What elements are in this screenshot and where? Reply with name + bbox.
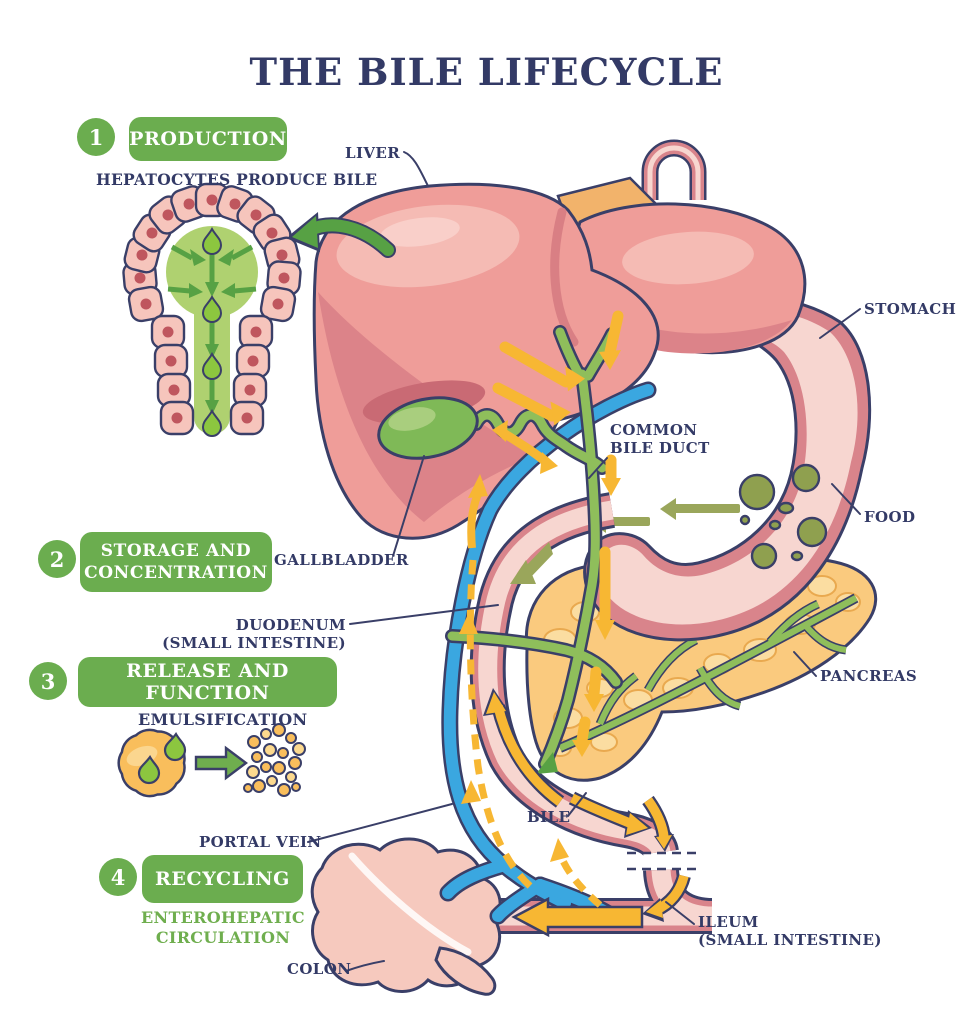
- bile-droplets: [201, 226, 223, 437]
- gallbladder-leader: [392, 455, 425, 557]
- colon: [310, 837, 502, 996]
- step-3-badge: RELEASE AND FUNCTION: [78, 657, 337, 707]
- step-1-number: 1: [77, 118, 115, 156]
- label-portal-vein: PORTAL VEIN: [199, 833, 322, 851]
- label-gallbladder: GALLBLADDER: [274, 551, 409, 569]
- step-1-badge: PRODUCTION: [129, 117, 287, 161]
- emulsified-droplets: [243, 723, 306, 797]
- bile-flow-arrows: [459, 310, 691, 938]
- appendix: [434, 946, 497, 996]
- label-liver: LIVER: [345, 144, 401, 162]
- step-3-sublabel: EMULSIFICATION: [138, 710, 308, 729]
- stomach: [583, 293, 872, 642]
- liver-leader: [403, 151, 429, 187]
- step-4-sublabel-line1: ENTEROHEPATIC: [141, 908, 305, 927]
- leader-lines: [307, 151, 861, 972]
- step-2-label-line1: STORAGE AND: [100, 540, 252, 561]
- common-bile-duct: [445, 325, 623, 774]
- tube-break-marks: [627, 851, 700, 871]
- label-ileum: ILEUM (SMALL INTESTINE): [698, 913, 882, 950]
- stomach-leader: [819, 308, 861, 339]
- step-3-number: 3: [29, 662, 67, 700]
- bile-leader: [567, 792, 587, 817]
- bile-canaliculi-arrows: [167, 244, 257, 415]
- step-4-sublabel-line2: CIRCULATION: [155, 928, 291, 947]
- label-pancreas: PANCREAS: [820, 667, 918, 685]
- step-2-number: 2: [38, 540, 76, 578]
- step-1-sublabel: HEPATOCYTES PRODUCE BILE: [96, 170, 378, 189]
- recycle-arrows: [459, 474, 603, 908]
- liver-to-hepatocyte-arrow: [286, 212, 396, 258]
- food-leader: [831, 483, 861, 515]
- step-2-badge: STORAGE AND CONCENTRATION: [80, 532, 272, 592]
- gallbladder-exchange-arrow: [492, 420, 558, 474]
- page-title: THE BILE LIFECYCLE: [249, 50, 724, 94]
- step-4-sublabel: ENTEROHEPATIC CIRCULATION: [140, 908, 306, 948]
- pancreas-leader: [793, 651, 817, 677]
- ileum-leader: [665, 901, 695, 925]
- step-4-number: 4: [99, 858, 137, 896]
- pancreatic-duct-branches: [558, 593, 859, 753]
- label-stomach: STOMACH: [864, 300, 957, 318]
- portal-vein-leader: [307, 803, 453, 843]
- label-common-bile-duct: COMMON BILE DUCT: [610, 421, 710, 458]
- emulsification-illustration: [117, 723, 306, 798]
- bile-ileum-arrow: [511, 896, 644, 938]
- food-in-stomach: [738, 463, 828, 570]
- portal-vein: [439, 381, 657, 925]
- label-duodenum: DUODENUM (SMALL INTESTINE): [162, 616, 346, 653]
- gallbladder: [362, 380, 486, 460]
- liver: [312, 176, 807, 540]
- duodenum-leader: [349, 604, 499, 625]
- hepatocyte-illustration: [121, 182, 303, 437]
- label-colon: COLON: [287, 960, 352, 978]
- step-2-label-line2: CONCENTRATION: [84, 563, 268, 583]
- esophagus: [641, 139, 707, 200]
- step-4-badge: RECYCLING: [142, 855, 303, 903]
- common-bile-duct-leader: [588, 457, 608, 479]
- label-food: FOOD: [864, 508, 916, 526]
- colon-leader: [345, 960, 385, 972]
- food-arrow-duodenum: [510, 542, 553, 584]
- emulsification-arrow: [194, 745, 248, 781]
- label-bile: BILE: [527, 808, 571, 826]
